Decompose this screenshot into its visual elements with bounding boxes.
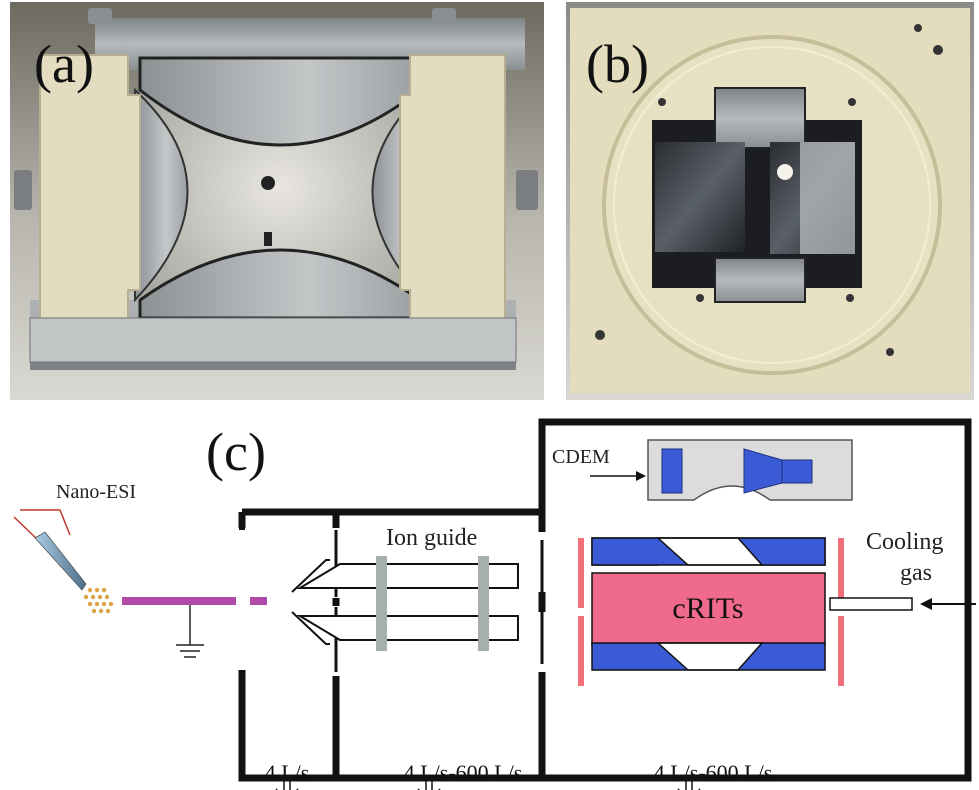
ion-guide-spacer-1 [376,556,387,651]
label-ion-guide: Ion guide [386,525,477,551]
cooling-gas-arrow [920,598,976,610]
panel-a-photo [10,2,544,400]
capillary [122,597,267,605]
label-cooling-gas-1: Cooling [866,529,943,555]
spray-droplets [83,587,114,614]
cooling-gas-tube [829,597,913,611]
ion-guide [296,563,519,641]
pump-rate-3: 4 L/s-600 L/s [654,760,773,785]
skimmer-cone [291,559,330,645]
ground-symbol [176,605,204,658]
label-crits: cRITs [672,592,743,625]
cdem-detector [647,439,853,501]
panel-c-schematic: Nano-ESI Ion guide CDEM Cooling gas cRIT… [13,418,976,790]
label-nano-esi: Nano-ESI [56,481,136,503]
panel-label-a: (a) [34,34,94,94]
panel-label-b: (b) [586,34,649,94]
label-cooling-gas-2: gas [900,560,932,586]
nano-esi-emitter [13,509,114,614]
pump-rate-2: 4 L/s-600 L/s [404,760,523,785]
pump-rate-1: 4 L/s [265,760,310,785]
panel-b-photo [566,2,974,400]
label-cdem: CDEM [552,446,610,468]
cdem-arrow [590,471,646,481]
ion-guide-spacer-2 [478,556,489,651]
crits-trap [578,537,844,686]
panel-label-c: (c) [206,422,266,482]
